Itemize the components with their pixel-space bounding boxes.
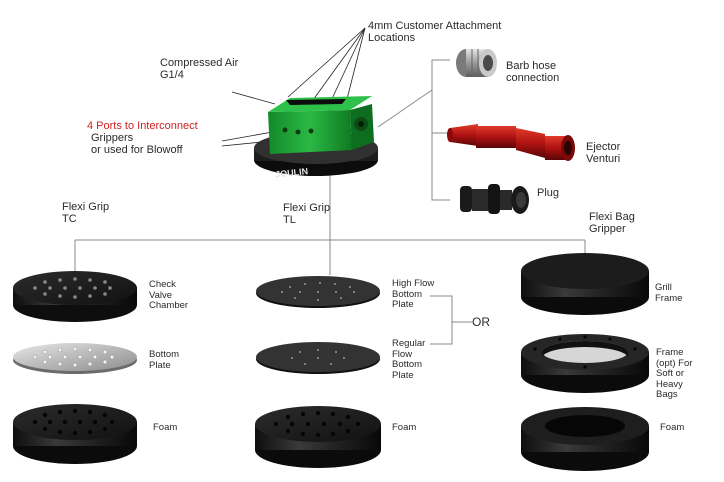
foam-disc-middle [255, 406, 381, 468]
barb-hose-label: Barb hose connection [506, 60, 560, 84]
regular-flow-bottom-plate [256, 342, 380, 374]
foam-disc-left [13, 404, 137, 464]
ports-label-red: 4 Ports to Interconnect [87, 120, 198, 132]
flexi-bag-gripper-label: Flexi Bag Gripper [589, 211, 635, 235]
compressed-air-label: Compressed Air G1/4 [160, 57, 239, 81]
ejector-venturi [447, 124, 575, 161]
or-label: OR [472, 315, 490, 329]
plug [460, 184, 529, 214]
high-flow-label: High Flow Bottom Plate [392, 278, 435, 310]
plug-label: Plug [537, 187, 560, 199]
check-valve-chamber-disc [13, 271, 137, 322]
attachment-locations-label: 4mm Customer Attachment Locations [368, 20, 502, 44]
compressed-air-manifold: JOULIN [254, 96, 378, 180]
grill-frame-label: Grill Frame [655, 282, 683, 304]
frame-opt-label: Frame (opt) For Soft or Heavy Bags [656, 347, 693, 400]
check-valve-chamber-label: Check Valve Chamber [149, 279, 189, 311]
ejector-venturi-label: Ejector Venturi [586, 141, 621, 165]
grill-frame-disc [521, 253, 649, 315]
foam-middle-label: Foam [392, 422, 417, 433]
brand-text: JOULIN [275, 166, 309, 179]
foam-right-label: Foam [660, 422, 685, 433]
regular-flow-label: Regular Flow Bottom Plate [392, 338, 426, 381]
barb-hose-connection [456, 49, 497, 77]
flexi-grip-tl-label: Flexi Grip TL [283, 202, 331, 226]
bottom-plate-label: Bottom Plate [149, 349, 180, 371]
pointer-lines [221, 27, 366, 147]
flexi-grip-tc-label: Flexi Grip TC [62, 201, 110, 225]
bottom-plate-silver [13, 343, 137, 374]
ports-label: Grippers or used for Blowoff [91, 132, 183, 156]
connector-lines [74, 59, 586, 345]
high-flow-bottom-plate [256, 276, 380, 308]
foam-left-label: Foam [153, 422, 178, 433]
frame-ring [521, 334, 649, 393]
foam-ring-right [521, 407, 649, 471]
